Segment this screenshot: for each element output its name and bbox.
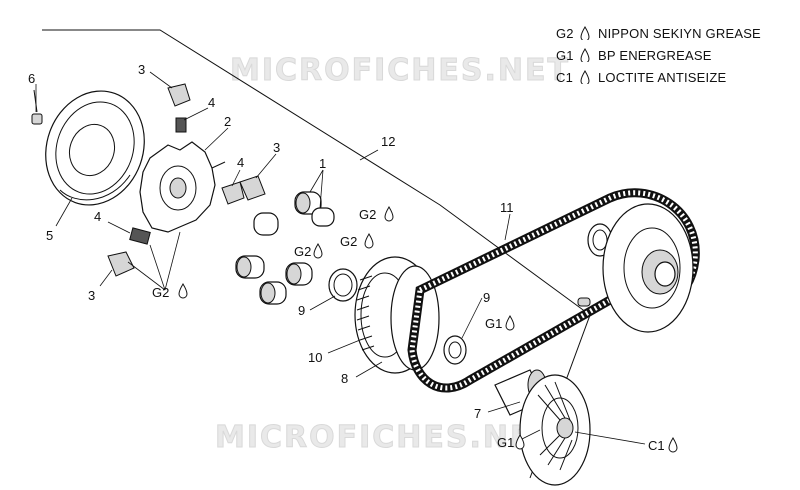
part-4-guide-low bbox=[129, 227, 151, 245]
watermark-bottom: MICROFICHES.NET bbox=[215, 420, 555, 455]
callout-g1-upper: G1 bbox=[485, 316, 502, 331]
callout-11: 11 bbox=[500, 200, 514, 215]
driven-pulley-clutch bbox=[602, 203, 694, 333]
part-6-screw bbox=[31, 89, 43, 125]
callout-7: 7 bbox=[474, 406, 481, 421]
legend-code: C1 bbox=[556, 69, 574, 85]
watermark-top: MICROFICHES.NET bbox=[230, 53, 570, 88]
legend-row-g1: G1 BP ENERGREASE bbox=[556, 44, 796, 66]
legend-text: NIPPON SEKIYN GREASE bbox=[598, 25, 761, 41]
part-9-washer-right bbox=[443, 335, 467, 365]
callout-9-left: 9 bbox=[298, 303, 305, 318]
callout-3-mid: 3 bbox=[273, 140, 280, 155]
legend-text: BP ENERGREASE bbox=[598, 47, 712, 63]
lubricant-legend: G2 NIPPON SEKIYN GREASE G1 BP ENERGREASE… bbox=[556, 22, 796, 88]
grease-drop-icon bbox=[668, 437, 678, 453]
grease-drop-icon bbox=[313, 243, 323, 259]
part-2-ramp-plate bbox=[139, 141, 226, 233]
callout-g2-rollers: G2 bbox=[294, 244, 311, 259]
callout-g2-upper: G2 bbox=[359, 207, 376, 222]
grease-drop-icon bbox=[580, 48, 598, 62]
grease-drop-icon bbox=[384, 206, 394, 222]
callout-3-top: 3 bbox=[138, 62, 145, 77]
callout-10: 10 bbox=[308, 350, 322, 365]
callout-6: 6 bbox=[28, 71, 35, 86]
legend-code: G1 bbox=[556, 47, 574, 63]
grease-drop-icon bbox=[505, 315, 515, 331]
callout-4-low: 4 bbox=[94, 209, 101, 224]
callout-g1-lower: G1 bbox=[497, 435, 514, 450]
callout-1: 1 bbox=[319, 156, 326, 171]
grease-drop-icon bbox=[580, 70, 598, 84]
legend-row-c1: C1 LOCTITE ANTISEIZE bbox=[556, 66, 796, 88]
callout-12: 12 bbox=[381, 134, 395, 149]
leader-lines bbox=[35, 71, 646, 445]
part-4-guide-top bbox=[175, 117, 187, 133]
callout-4-mid: 4 bbox=[237, 155, 244, 170]
callout-g2-mid: G2 bbox=[340, 234, 357, 249]
legend-text: LOCTITE ANTISEIZE bbox=[598, 69, 727, 85]
grease-drop-icon bbox=[178, 283, 188, 299]
part-9-washer-left bbox=[328, 268, 358, 302]
callout-c1: C1 bbox=[648, 438, 665, 453]
grease-drop-icon bbox=[364, 233, 374, 249]
callout-2: 2 bbox=[224, 114, 231, 129]
fixed-pulley-fan bbox=[519, 374, 591, 486]
callout-5: 5 bbox=[46, 228, 53, 243]
part-8-movable-pulley bbox=[354, 256, 440, 374]
callout-g2-left: G2 bbox=[152, 285, 169, 300]
part-3-slider-low bbox=[107, 251, 135, 277]
small-pin bbox=[577, 297, 591, 307]
callout-9-right: 9 bbox=[483, 290, 490, 305]
part-1-rollers bbox=[235, 191, 335, 305]
part-5-cover-plate bbox=[45, 90, 145, 206]
legend-row-g2: G2 NIPPON SEKIYN GREASE bbox=[556, 22, 796, 44]
legend-code: G2 bbox=[556, 25, 574, 41]
part-3-slider-mid bbox=[239, 175, 266, 201]
callout-4-top: 4 bbox=[208, 95, 215, 110]
callout-8: 8 bbox=[341, 371, 348, 386]
assembly-guide-line bbox=[42, 29, 591, 479]
part-3-slider-top bbox=[167, 83, 191, 107]
callout-3-low: 3 bbox=[88, 288, 95, 303]
part-4-guide-mid bbox=[221, 181, 245, 205]
grease-drop-icon bbox=[580, 26, 598, 40]
